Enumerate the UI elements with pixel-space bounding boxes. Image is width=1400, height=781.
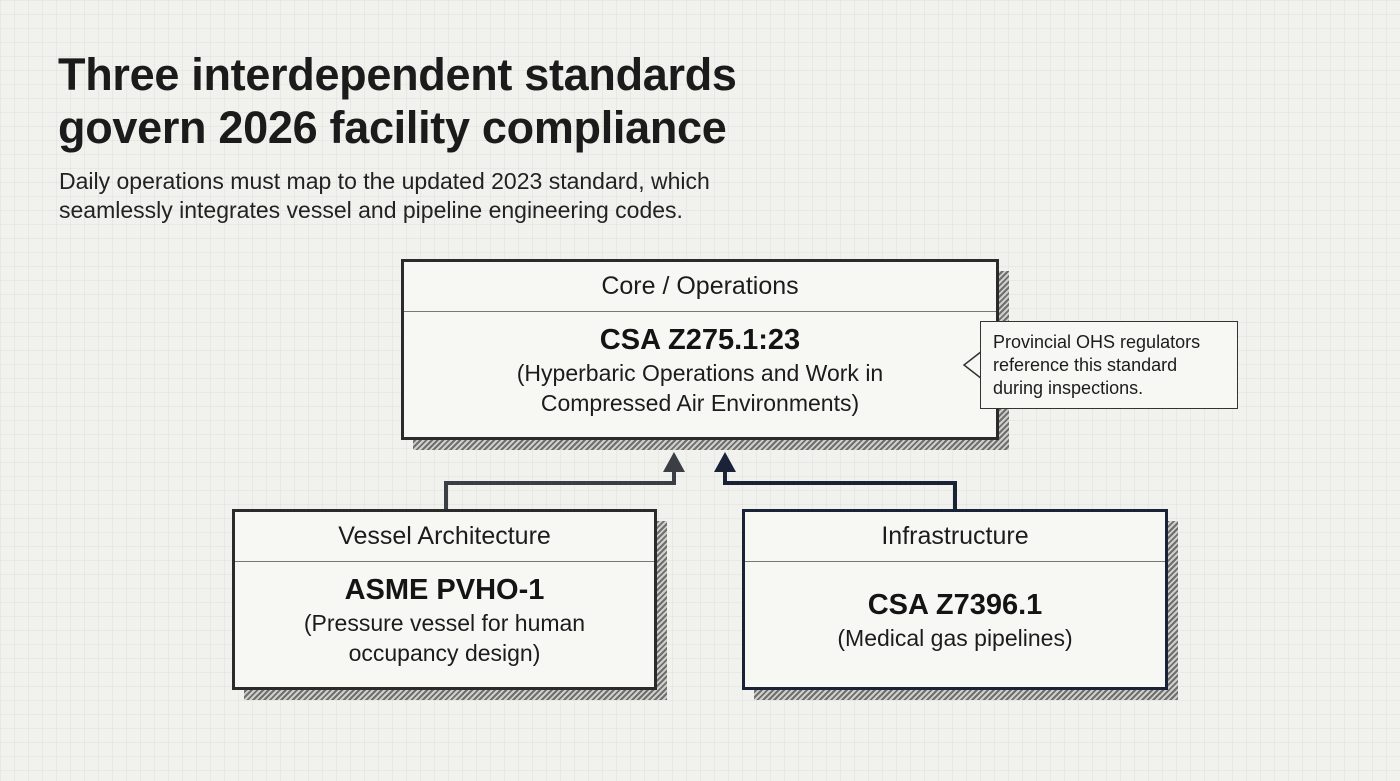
vessel-standard-desc-line-1: (Pressure vessel for human (303, 609, 586, 636)
core-standard-desc-line-2: Compressed Air Environments) (540, 389, 860, 416)
core-standard-code: CSA Z275.1:23 (599, 323, 801, 356)
page-title-line-2: govern 2026 facility compliance (58, 102, 727, 153)
vessel-arrowhead (663, 452, 685, 472)
page-subtitle: Daily operations must map to the updated… (59, 167, 959, 225)
page-title-line-1: Three interdependent standards (58, 49, 737, 100)
vessel-standard-desc-line-2: occupancy design) (348, 639, 541, 666)
vessel-architecture-box: Vessel Architecture ASME PVHO-1 (Pressur… (232, 509, 667, 700)
core-operations-heading: Core / Operations (404, 262, 996, 312)
page-subtitle-line-2: seamlessly integrates vessel and pipelin… (59, 197, 683, 223)
infrastructure-body: CSA Z7396.1 (Medical gas pipelines) (745, 562, 1165, 687)
infrastructure-standard-desc-line-1: (Medical gas pipelines) (837, 624, 1073, 651)
page-title: Three interdependent standards govern 20… (58, 48, 958, 154)
infra-arrowhead (714, 452, 736, 472)
infra-to-core-connector (723, 470, 957, 509)
vessel-standard-code: ASME PVHO-1 (344, 573, 545, 606)
infrastructure-standard-code: CSA Z7396.1 (867, 588, 1043, 621)
infrastructure-heading: Infrastructure (745, 512, 1165, 562)
regulator-callout: Provincial OHS regulators reference this… (980, 321, 1238, 409)
callout-line-3: during inspections. (993, 378, 1144, 398)
infrastructure-box: Infrastructure CSA Z7396.1 (Medical gas … (742, 509, 1178, 700)
vessel-to-core-connector (444, 470, 676, 509)
core-operations-body: CSA Z275.1:23 (Hyperbaric Operations and… (404, 312, 996, 437)
callout-line-2: reference this standard (993, 355, 1178, 375)
core-operations-box: Core / Operations CSA Z275.1:23 (Hyperba… (401, 259, 1009, 450)
vessel-architecture-body: ASME PVHO-1 (Pressure vessel for human o… (235, 562, 654, 687)
core-standard-desc-line-1: (Hyperbaric Operations and Work in (516, 359, 884, 386)
callout-line-1: Provincial OHS regulators (993, 332, 1201, 352)
vessel-architecture-heading: Vessel Architecture (235, 512, 654, 562)
page-subtitle-line-1: Daily operations must map to the updated… (59, 168, 710, 194)
